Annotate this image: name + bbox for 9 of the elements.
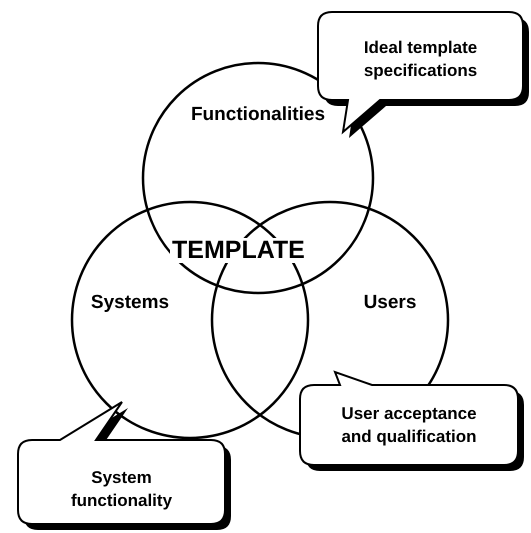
speech-bubble-tooltip <box>300 368 525 470</box>
callout-text: System functionality <box>70 467 174 512</box>
center-label: TEMPLATE <box>170 238 307 263</box>
circle-label: Users <box>364 291 416 316</box>
callout-text: User acceptance and qualification <box>340 403 478 448</box>
circle-label: Functionalities <box>190 103 326 128</box>
venn-circle <box>70 200 310 440</box>
circle-label: Systems <box>90 291 170 316</box>
callout-text: Ideal template specifications <box>362 37 478 82</box>
